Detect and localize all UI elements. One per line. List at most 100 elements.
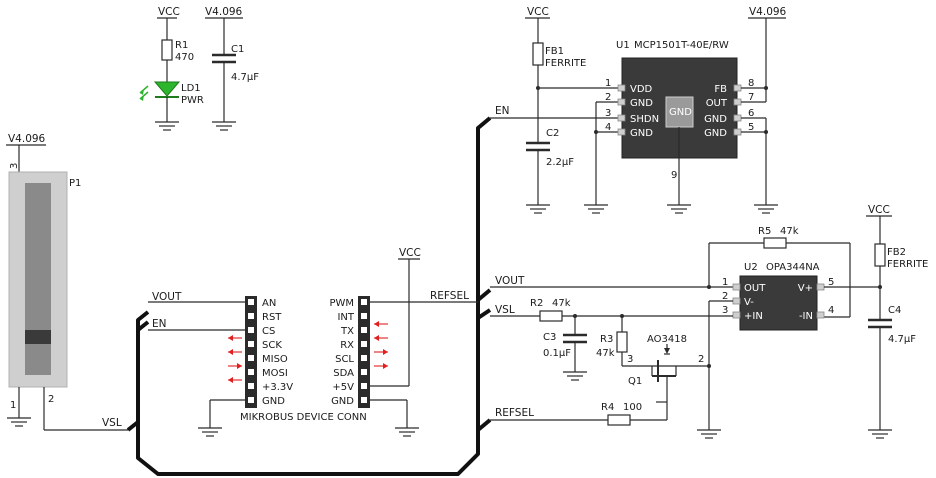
u2-pin2-num: 2 xyxy=(722,291,728,302)
c1-capacitor-circuit: V4.096 C1 4.7µF xyxy=(205,6,259,131)
u1-pad-label: GND xyxy=(669,107,692,118)
p1-slider-handle xyxy=(25,330,51,344)
ld1-ref: LD1 xyxy=(181,83,201,94)
mikrobus-pin-rst: RST xyxy=(262,312,282,323)
u1-pin2-num: 2 xyxy=(605,92,611,103)
led-ld1-icon xyxy=(153,81,181,97)
u2-buffer-circuit: R5 47k VOUT U2 OPA344NA OUT V- +IN V+ -I… xyxy=(490,204,928,439)
r5-ref: R5 xyxy=(758,226,771,237)
q1-pin3: 3 xyxy=(627,354,633,365)
r3-ref: R3 xyxy=(600,334,613,345)
r3-value: 47k xyxy=(596,348,615,359)
ld1-value: PWR xyxy=(181,95,204,106)
fb1-value: FERRITE xyxy=(545,58,586,69)
u1-pin2-name: GND xyxy=(630,98,653,109)
led-power-circuit: VCC R1 470 LD1 PWR xyxy=(139,6,204,131)
u1-pin4-num: 4 xyxy=(605,122,611,133)
net-en-top: EN xyxy=(495,105,510,117)
r2-value: 47k xyxy=(552,298,571,309)
net-vsl-left: VSL xyxy=(102,417,122,429)
ground-symbol xyxy=(753,204,779,214)
mikrobus-pin-miso: MISO xyxy=(262,354,288,365)
q1-ref: Q1 xyxy=(628,376,642,387)
p1-track xyxy=(25,183,51,375)
fb2-ferrite xyxy=(874,243,886,267)
r5-value: 47k xyxy=(780,226,799,237)
mikrobus-left-strip xyxy=(245,296,257,408)
c1-ref: C1 xyxy=(231,44,244,55)
u1-pin1-name: VDD xyxy=(630,84,653,95)
u2-ref: U2 xyxy=(744,262,758,273)
u2-pin1-name: OUT xyxy=(744,283,766,294)
c2-value: 2.2µF xyxy=(546,157,574,168)
u2-pin2-name: V- xyxy=(744,297,754,308)
mikrobus-pin-gnd-right: GND xyxy=(331,396,354,407)
ground-symbol xyxy=(666,204,692,214)
u1-pin3-num: 3 xyxy=(605,108,611,119)
mikrobus-pin-sda: SDA xyxy=(333,368,354,379)
v4096-label-c1: V4.096 xyxy=(205,6,243,18)
fb2-ref: FB2 xyxy=(887,247,906,258)
u1-pin1-num: 1 xyxy=(605,78,611,89)
u2-pin4-name: -IN xyxy=(799,311,813,322)
mikrobus-pin-sck: SCK xyxy=(262,340,282,351)
u2-pin5-name: V+ xyxy=(798,283,813,294)
mikrobus-pin-an: AN xyxy=(262,298,276,309)
u1-pin6-name: GND xyxy=(704,114,727,125)
u1-pin5-name: GND xyxy=(704,128,727,139)
p1-pin2: 2 xyxy=(48,394,54,405)
u1-pin3-name: SHDN xyxy=(630,114,659,125)
u1-ref: U1 xyxy=(616,40,630,51)
c4-value: 4.7µF xyxy=(888,334,916,345)
q1-pin2: 2 xyxy=(698,354,704,365)
mikrobus-pin-tx: TX xyxy=(340,326,354,337)
r4-resistor xyxy=(607,414,631,426)
r1-value: 470 xyxy=(175,52,194,63)
ground-symbol xyxy=(197,427,223,437)
net-vout-right: VOUT xyxy=(495,275,525,287)
fb1-ferrite xyxy=(532,42,544,66)
mikrobus-title: MIKROBUS DEVICE CONN xyxy=(240,412,367,423)
signal-bus-branches xyxy=(476,288,492,432)
ground-symbol xyxy=(867,429,893,439)
mikrobus-pin-5v: +5V xyxy=(332,382,354,393)
u1-pin4-name: GND xyxy=(630,128,653,139)
ground-symbol xyxy=(583,204,609,214)
q1-part: AO3418 xyxy=(647,334,687,345)
ground-symbol xyxy=(154,121,180,131)
r4-value: 100 xyxy=(623,402,642,413)
r1-resistor xyxy=(161,39,173,61)
u1-pin9-num: 9 xyxy=(671,170,677,181)
u2-pin5-num: 5 xyxy=(828,277,834,288)
vcc-label-header: VCC xyxy=(399,247,421,259)
ground-symbol xyxy=(696,429,722,439)
ground-symbol xyxy=(562,371,588,381)
c1-value: 4.7µF xyxy=(231,72,259,83)
mikrobus-pin-3v3: +3.3V xyxy=(262,382,293,393)
r2-resistor xyxy=(539,310,563,322)
ground-symbol xyxy=(525,204,551,214)
mikrobus-pin-mosi: MOSI xyxy=(262,368,288,379)
vcc-label-fb1: VCC xyxy=(527,6,549,18)
p1-slide-potentiometer: V4.096 3 P1 1 2 VSL xyxy=(6,133,128,431)
vcc-label-fb2: VCC xyxy=(868,204,890,216)
v4096-label-u1: V4.096 xyxy=(749,6,787,18)
c3-ref: C3 xyxy=(543,332,556,343)
r1-ref: R1 xyxy=(175,40,188,51)
mikrobus-right-strip xyxy=(358,296,370,408)
net-vsl-right: VSL xyxy=(495,304,515,316)
vcc-label-led: VCC xyxy=(158,6,180,18)
fb2-value: FERRITE xyxy=(887,259,928,270)
signal-bus xyxy=(126,116,492,476)
r3-resistor xyxy=(616,331,628,353)
c4-ref: C4 xyxy=(888,305,901,316)
u2-pin3-name: +IN xyxy=(744,311,763,322)
u2-ic-body xyxy=(739,275,818,331)
mikrobus-pin-scl: SCL xyxy=(335,354,354,365)
mikrobus-pin-gnd-left: GND xyxy=(262,396,285,407)
u2-part: OPA344NA xyxy=(766,262,820,273)
c3-value: 0.1µF xyxy=(543,348,571,359)
net-refsel-bottom: REFSEL xyxy=(495,407,534,419)
